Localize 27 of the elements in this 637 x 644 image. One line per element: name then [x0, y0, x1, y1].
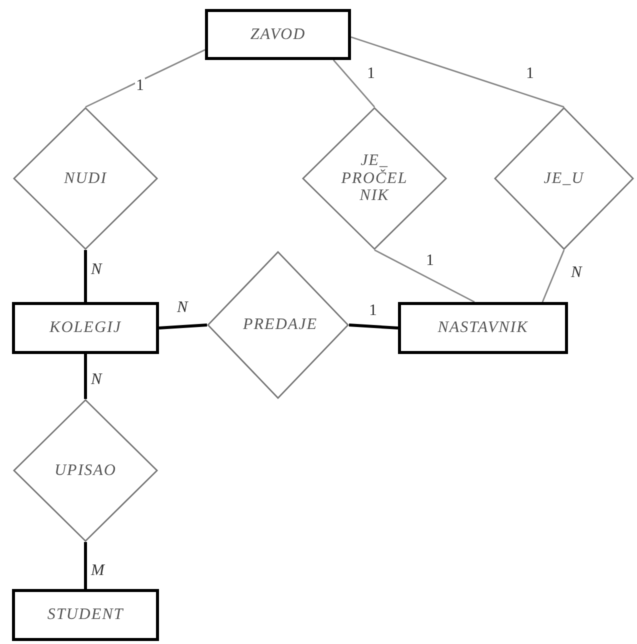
relationship-name: NUDI: [64, 170, 108, 188]
relationship-diamond: [13, 107, 158, 250]
entity-name: ZAVOD: [250, 26, 306, 44]
connector-line: [84, 250, 87, 302]
entity-name: KOLEGIJ: [50, 319, 122, 337]
entity-box: [12, 302, 159, 354]
entity-box: [398, 302, 568, 354]
relationship-diamond: [494, 107, 634, 250]
connector-line: [348, 324, 398, 330]
connector-line: [84, 542, 87, 589]
relationship-name: JE_U: [544, 170, 584, 188]
entity-name: STUDENT: [47, 606, 124, 624]
relationship-name: UPISAO: [54, 462, 116, 480]
relationship-diamond: [207, 251, 349, 399]
relationship-diamond: [13, 399, 158, 542]
relationship-name: JE_ PROČEL NIK: [340, 152, 409, 205]
relationship-diamond: [302, 107, 447, 250]
entity-name: NASTAVNIK: [438, 319, 528, 337]
entity-box: [12, 589, 159, 641]
connector-line: [374, 249, 475, 303]
connector-line: [158, 324, 208, 330]
connector-line: [85, 49, 206, 108]
entity-box: [205, 9, 351, 60]
connector-line: [350, 36, 564, 108]
connector-line: [542, 250, 565, 302]
connector-line: [84, 354, 87, 399]
connector-line: [332, 60, 376, 108]
